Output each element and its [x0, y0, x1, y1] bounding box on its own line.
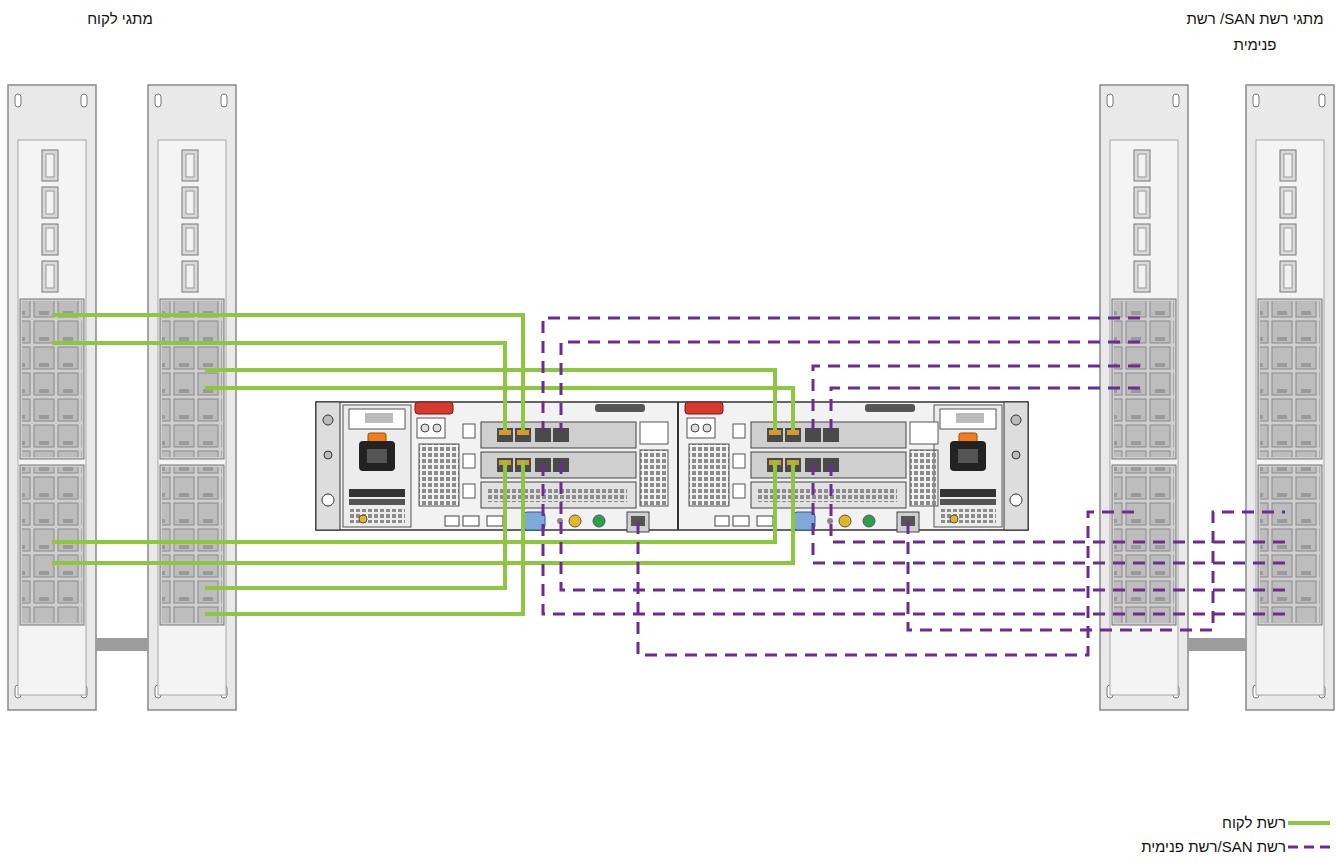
switch-group-heading: מתגי לקוח	[60, 6, 180, 32]
legend-text: רשת לקוח	[1216, 814, 1286, 831]
san-switch	[1100, 85, 1188, 710]
legend-swatch	[1286, 840, 1332, 854]
switch-group-heading: מתגי רשת SAN/ רשת פנימית	[1180, 6, 1330, 58]
legend-swatch	[1286, 816, 1332, 830]
legend-text: רשת SAN/רשת פנימית	[1135, 838, 1286, 855]
storage-server	[316, 402, 1028, 532]
stack-link	[1188, 638, 1246, 651]
client-switch	[8, 85, 96, 710]
client-cable	[52, 315, 793, 614]
legend-item: רשת SAN/רשת פנימית	[1135, 838, 1332, 855]
san-cable	[543, 318, 1285, 655]
san-switch	[1246, 85, 1334, 710]
stack-link	[96, 638, 148, 651]
legend-item: רשת לקוח	[1216, 814, 1332, 831]
client-switch	[148, 85, 236, 710]
